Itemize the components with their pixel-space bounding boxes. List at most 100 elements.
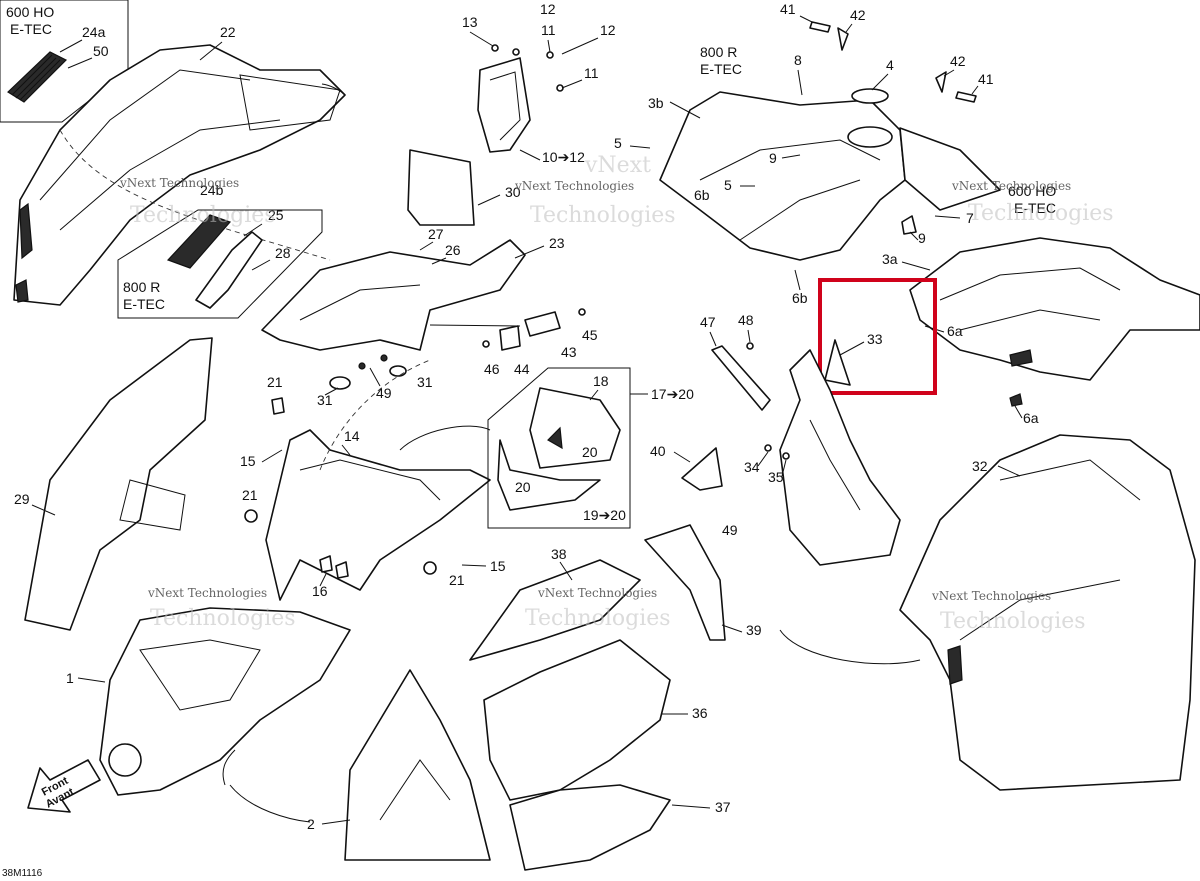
callout-19: 19➔20 <box>583 507 626 523</box>
parts-43-46-clips: 45 43 44 46 <box>429 308 598 377</box>
part-3a-side-console: 3a 6a 6a <box>882 237 1200 426</box>
callout-4: 4 <box>886 57 894 73</box>
callout-45: 45 <box>582 327 598 343</box>
inset-600ho-label-line2: E-TEC <box>10 21 52 37</box>
callout-13: 13 <box>462 14 478 30</box>
callout-11-top: 11 <box>541 22 556 38</box>
callout-3a: 3a <box>882 251 898 267</box>
callout-12-right: 12 <box>600 22 616 38</box>
watermark-text-5: vNext Technologies <box>931 589 1051 603</box>
inset-800r-label-line1: 800 R <box>123 279 160 295</box>
inset-600ho-box: 600 HO E-TEC 24a 50 <box>0 0 129 123</box>
callout-49-right: 49 <box>722 522 738 538</box>
callout-34: 34 <box>744 459 760 475</box>
callout-48: 48 <box>738 312 754 328</box>
callout-28: 28 <box>275 245 291 261</box>
callout-12-top: 12 <box>540 1 556 17</box>
part-29-side-panel: 29 <box>14 337 213 631</box>
callout-30: 30 <box>505 184 521 200</box>
front-arrow: Front Avant <box>27 759 101 813</box>
part-33-highlight: 33 <box>818 278 937 395</box>
watermark-big-5: Technologies <box>940 609 1086 634</box>
callout-25: 25 <box>268 207 284 223</box>
part-36-lower-panel: 36 <box>483 639 708 801</box>
watermark-text-3: vNext Technologies <box>147 586 267 600</box>
part-32-right-panel: 32 <box>899 434 1196 791</box>
callout-11-right: 11 <box>584 65 599 81</box>
callout-6b-left: 6b <box>694 187 710 203</box>
callout-8: 8 <box>794 52 802 68</box>
highlight-box-33 <box>818 278 937 395</box>
callout-42-right: 42 <box>950 53 966 69</box>
inset-800r-box: 800 R E-TEC 24b 25 28 <box>117 182 323 319</box>
callout-15-left: 15 <box>240 453 256 469</box>
drawing-code: 38M1116 <box>2 868 43 879</box>
callout-42-top: 42 <box>850 7 866 23</box>
callout-35: 35 <box>768 469 784 485</box>
watermark-big-1: Technologies <box>530 203 676 228</box>
callout-20-left: 20 <box>515 479 531 495</box>
part-23-support: 23 27 26 49 31 31 <box>261 226 565 408</box>
part-30-panel: 30 <box>407 149 521 226</box>
watermark-text-4: vNext Technologies <box>537 586 657 600</box>
part-4-cap-ring <box>851 88 889 104</box>
callout-9-right: 9 <box>918 230 926 246</box>
watermark-big-3: Technologies <box>150 606 296 631</box>
callout-15-right: 15 <box>490 558 506 574</box>
callout-20-right: 20 <box>582 444 598 460</box>
callout-24b: 24b <box>200 182 224 198</box>
top-800r-label: 800 R E-TEC <box>700 44 742 77</box>
part-center-frame <box>779 349 901 566</box>
watermark-text-1: vNext Technologies <box>514 179 634 193</box>
callout-40: 40 <box>650 443 666 459</box>
callout-16: 16 <box>312 583 328 599</box>
watermark-big-4: Technologies <box>525 606 671 631</box>
callout-49-left: 49 <box>376 385 392 401</box>
part-37-lower-panel: 37 <box>509 784 731 871</box>
callout-43: 43 <box>561 344 577 360</box>
inset-600ho-label-line1: 600 HO <box>6 4 54 20</box>
callout-10: 10➔12 <box>542 149 585 165</box>
callout-22: 22 <box>220 24 236 40</box>
top-800r-line1: 800 R <box>700 44 737 60</box>
part-22-upper-hood: 22 <box>13 24 346 306</box>
callout-18: 18 <box>593 373 609 389</box>
callout-33: 33 <box>867 331 883 347</box>
part-2-lower-front: 2 <box>229 669 491 861</box>
connector-arrows <box>222 83 921 786</box>
callout-39: 39 <box>746 622 762 638</box>
callout-31-right: 31 <box>417 374 433 390</box>
callout-14: 14 <box>344 428 360 444</box>
callout-36: 36 <box>692 705 708 721</box>
callout-9-left: 9 <box>769 150 777 166</box>
callout-6a-top: 6a <box>947 323 963 339</box>
callout-26: 26 <box>445 242 461 258</box>
vent-grille-24b <box>166 214 232 269</box>
part-10-bracket: 13 12 11 12 11 10➔12 <box>462 1 616 165</box>
callout-7: 7 <box>966 210 974 226</box>
right-600ho-line1: 600 HO <box>1008 183 1056 199</box>
callout-29: 29 <box>14 491 30 507</box>
watermark-big-2: Technologies <box>130 203 276 228</box>
watermark-big-6: Technologies <box>968 201 1114 226</box>
watermark-small-1: vNext <box>584 153 651 178</box>
watermark-text-2: vNext Technologies <box>119 176 239 190</box>
part-14-bracket: 21 21 21 14 15 15 16 <box>240 374 506 601</box>
callout-2: 2 <box>307 816 315 832</box>
callout-5-mid: 5 <box>724 177 732 193</box>
parts-41-42-fasteners: 41 42 42 41 <box>780 1 994 103</box>
right-600ho-line2: E-TEC <box>1014 200 1056 216</box>
callout-37: 37 <box>715 799 731 815</box>
parts-38-39: 38 39 <box>469 524 762 661</box>
callout-38: 38 <box>551 546 567 562</box>
parts-34-35-40: 40 34 35 49 <box>650 443 790 538</box>
callout-27: 27 <box>428 226 444 242</box>
callout-6a-bottom: 6a <box>1023 410 1039 426</box>
callout-23: 23 <box>549 235 565 251</box>
callout-21-left: 21 <box>242 487 258 503</box>
part-3b-console: 3b 4 8 5 9 5 6b 6b <box>614 52 1001 306</box>
callout-3b: 3b <box>648 95 664 111</box>
callout-5-left: 5 <box>614 135 622 151</box>
right-600ho-label: 600 HO E-TEC 7 9 <box>901 183 1056 246</box>
